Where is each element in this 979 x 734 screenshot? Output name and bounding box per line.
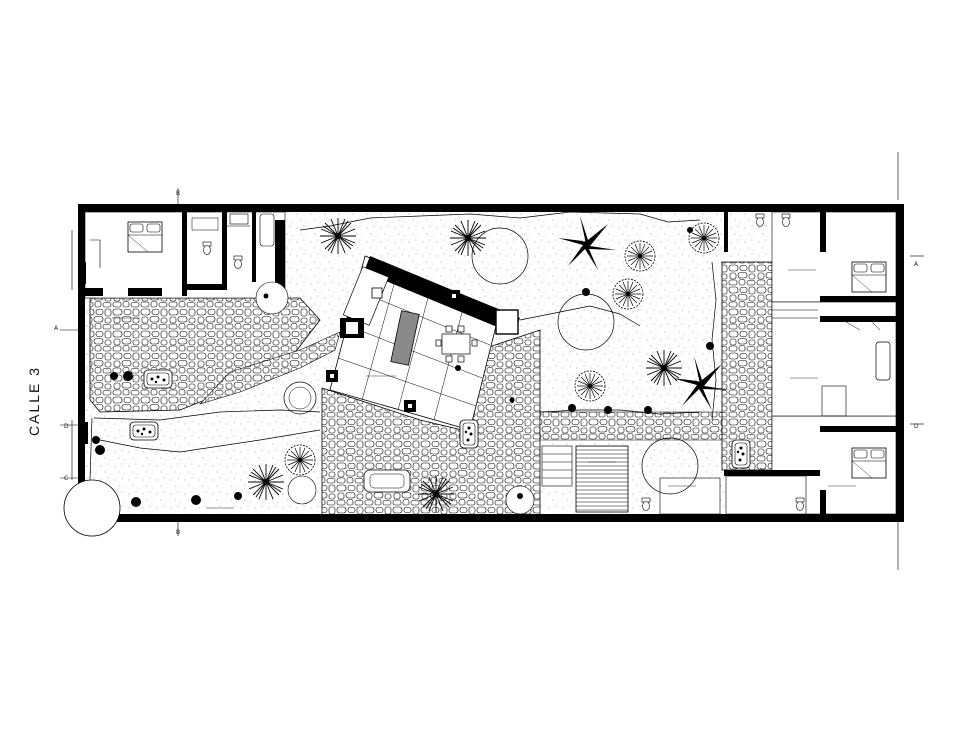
level-annotations bbox=[112, 269, 856, 509]
round-shrub-icon bbox=[284, 444, 316, 476]
spiky-plant-icon bbox=[645, 349, 683, 387]
marker-d-right: D bbox=[914, 423, 919, 430]
round-planter bbox=[287, 475, 317, 505]
toilet-icon bbox=[233, 255, 243, 269]
spiky-plant-icon bbox=[247, 463, 285, 501]
marker-b-top: B bbox=[176, 190, 180, 197]
spiky-plant-icon bbox=[449, 219, 487, 257]
double-bed-icon bbox=[851, 447, 887, 479]
jacuzzi-icon bbox=[143, 369, 173, 389]
jacuzzi-icon bbox=[129, 421, 159, 441]
round-planter bbox=[641, 437, 699, 495]
round-shrub-icon bbox=[624, 240, 656, 272]
sofa-icon bbox=[875, 341, 891, 381]
toilet-icon bbox=[202, 241, 212, 255]
round-shrub-icon bbox=[688, 222, 720, 254]
reflecting-pool bbox=[363, 469, 411, 493]
right-rooms bbox=[659, 211, 897, 515]
marker-b-bottom: B bbox=[176, 529, 180, 536]
double-bed-icon bbox=[127, 221, 163, 253]
stove-icon bbox=[371, 287, 383, 299]
round-planter bbox=[255, 281, 289, 315]
double-bed-icon bbox=[851, 261, 887, 293]
dimension-lines bbox=[60, 152, 924, 570]
toilet-icon bbox=[781, 213, 791, 227]
round-planter bbox=[471, 227, 529, 285]
bedroom-suite-left bbox=[84, 211, 286, 299]
small-plants bbox=[92, 227, 714, 507]
jacuzzi-icon bbox=[731, 439, 751, 469]
toilet-icon bbox=[795, 497, 805, 511]
marker-c-left: C bbox=[64, 475, 68, 482]
outer-walls bbox=[78, 204, 904, 522]
marker-d-left: D bbox=[64, 423, 69, 430]
jacuzzi-icon bbox=[459, 419, 479, 449]
toilet-icon bbox=[755, 213, 765, 227]
street-label: CALLE 3 bbox=[26, 365, 42, 436]
diagonal-stone-path bbox=[199, 331, 341, 405]
marker-a-left: A bbox=[54, 325, 59, 332]
round-planter bbox=[505, 485, 535, 515]
kitchen-island-icon bbox=[390, 310, 420, 366]
round-planter bbox=[63, 479, 121, 537]
kitchen-pavilion bbox=[326, 256, 520, 412]
round-shrub-icon bbox=[612, 278, 644, 310]
spiky-plant-icon bbox=[319, 217, 357, 255]
marker-a-right: A bbox=[914, 261, 919, 268]
deck-stairs bbox=[575, 445, 629, 513]
dining-table-icon bbox=[435, 325, 478, 363]
spiky-plant-icon bbox=[417, 475, 455, 513]
right-stone-column bbox=[721, 261, 773, 471]
toilet-icon bbox=[641, 497, 651, 511]
stairs-icon bbox=[541, 445, 573, 487]
bathtub-icon bbox=[259, 213, 275, 247]
round-shrub-icon bbox=[574, 370, 606, 402]
section-markers: B B A A D D C bbox=[54, 190, 919, 536]
